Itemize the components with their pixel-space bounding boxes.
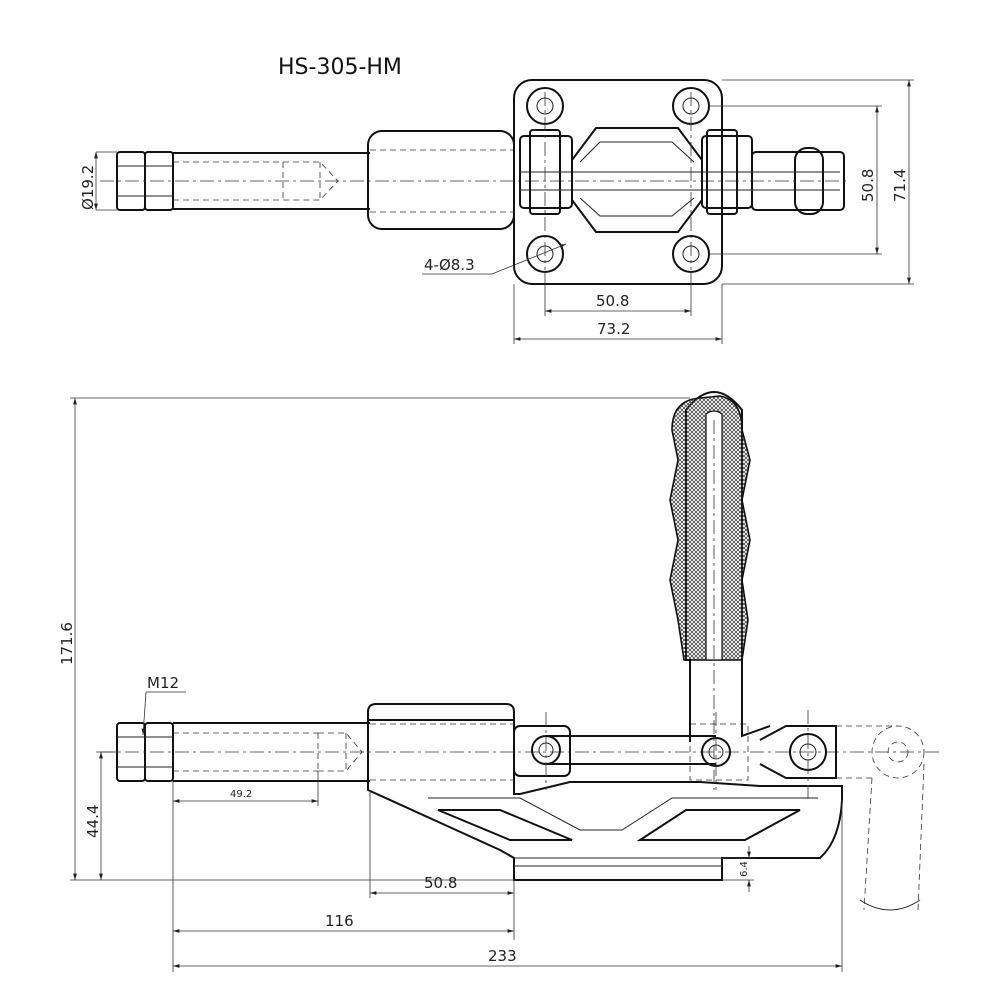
side-view: M12 171.6 44.4 49.2 6.4 50.8 116 <box>58 390 940 972</box>
thread-label: M12 <box>147 674 179 692</box>
dim-base-thickness: 6.4 <box>739 861 750 877</box>
dim-axis-height: 44.4 <box>84 805 102 838</box>
phantom-handle <box>836 725 925 911</box>
model-title: HS-305-HM <box>278 55 402 80</box>
dim-base-length: 50.8 <box>424 874 457 892</box>
guide-body <box>367 130 515 230</box>
mounting-holes <box>526 87 710 273</box>
dim-height: 71.4 <box>891 169 909 202</box>
dim-width: 73.2 <box>597 320 630 338</box>
base-plate <box>513 79 723 285</box>
holes-label: 4-Ø8.3 <box>424 256 475 274</box>
dim-thread-length: 49.2 <box>230 789 252 800</box>
dim-total-length: 233 <box>488 947 517 965</box>
dim-rod-to-base: 116 <box>325 912 354 930</box>
top-view: Ø19.2 4-Ø8.3 50.8 73.2 50.8 71.4 <box>79 79 914 344</box>
dim-hole-spacing-y: 50.8 <box>859 169 877 202</box>
guide-body-side <box>367 703 515 720</box>
dim-total-height: 171.6 <box>58 622 76 665</box>
dim-hole-spacing-x: 50.8 <box>596 292 629 310</box>
rod-diameter-label: Ø19.2 <box>79 165 97 210</box>
